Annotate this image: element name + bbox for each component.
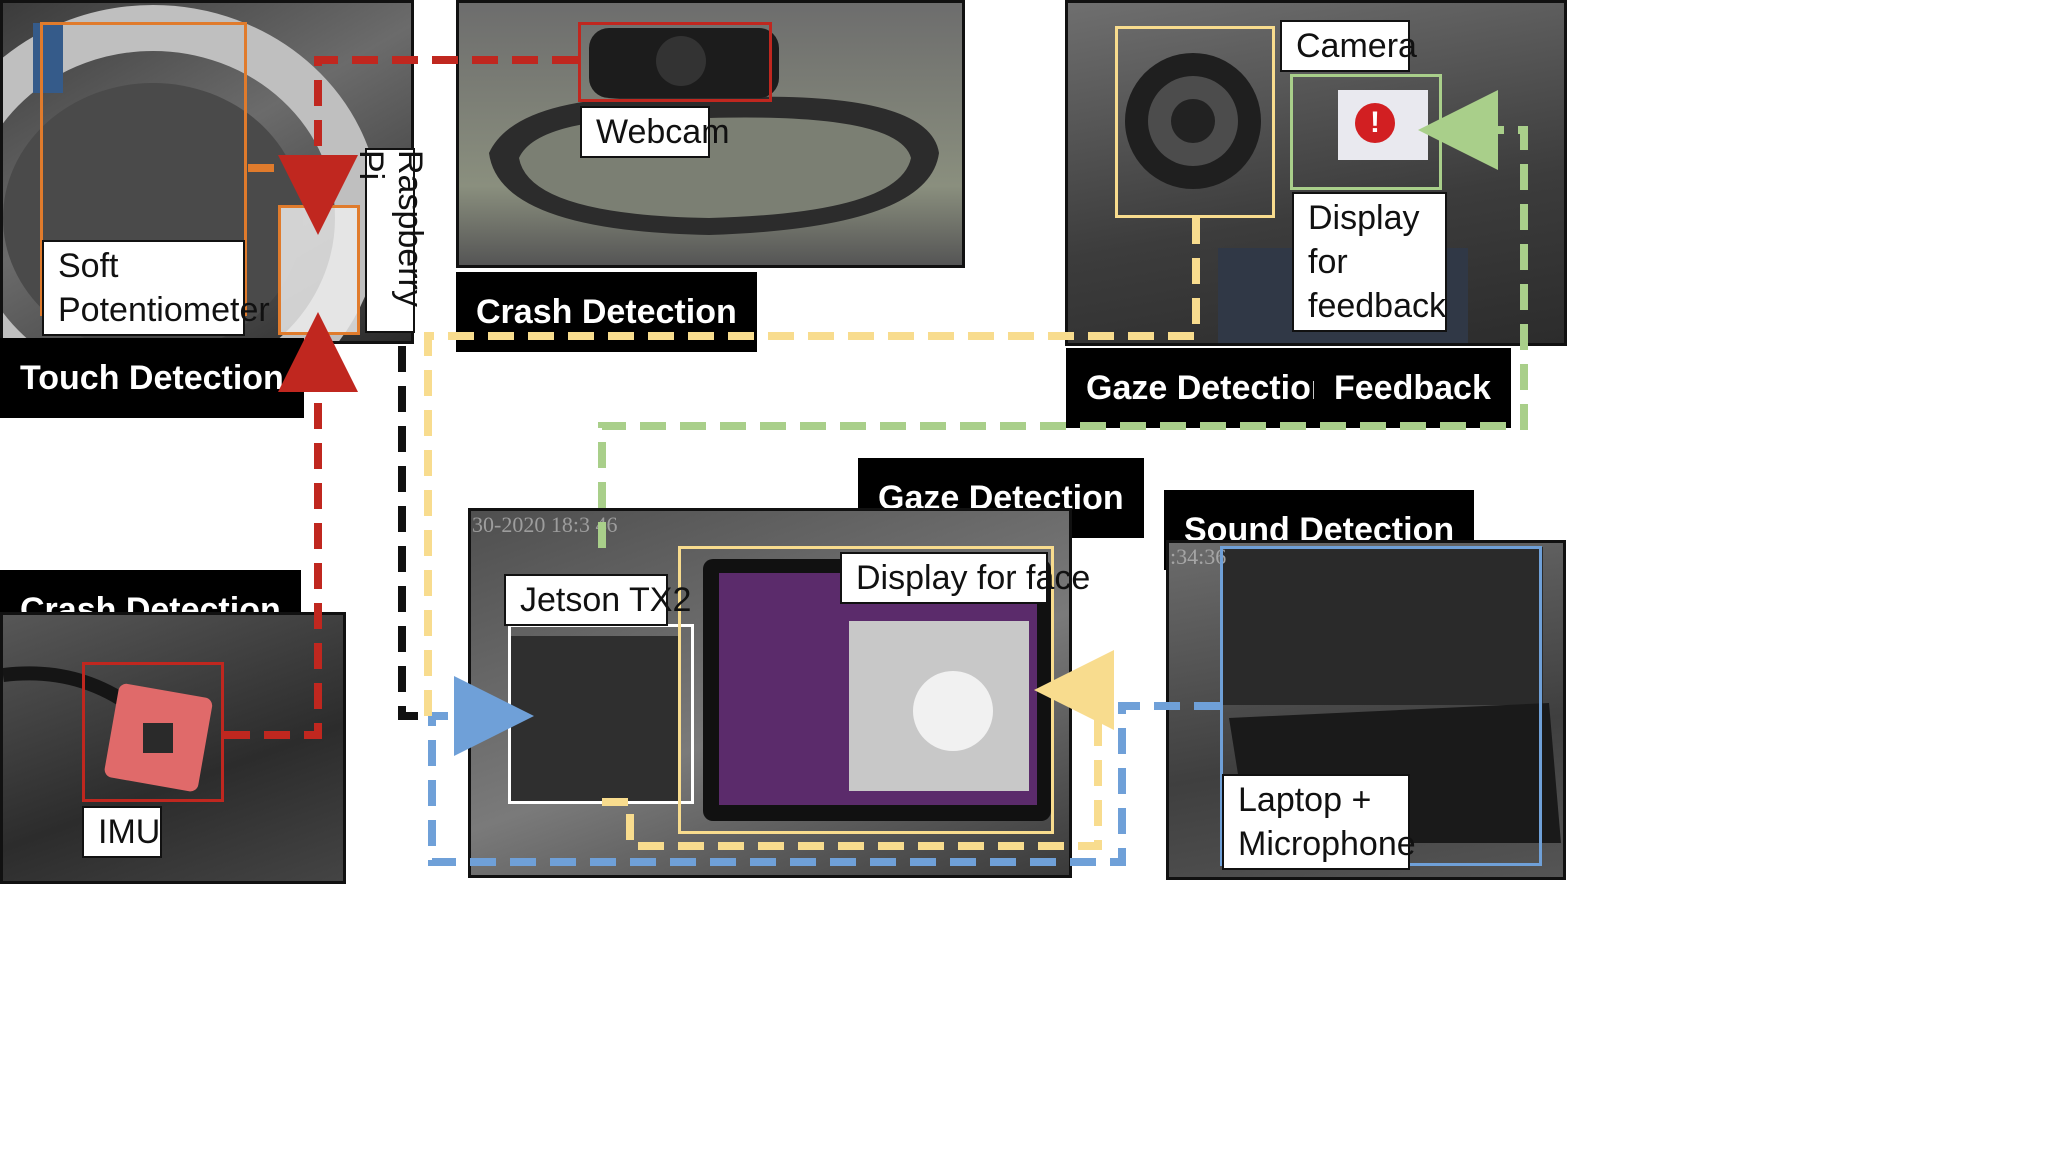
imu-highlight [82,662,224,802]
camera-highlight [1115,26,1275,218]
imu-board-image [3,666,213,792]
jetson-board-label: Jetson TX2 [504,574,691,626]
webcam-highlight [578,22,772,102]
soft-potentiometer-label: Soft Potentiometer [42,240,270,336]
face-display-label: Display for face [840,552,1090,604]
laptop-microphone-label: Laptop + Microphone [1222,774,1416,870]
webcam-label: Webcam [580,106,730,158]
jetson-board-highlight [508,624,694,804]
tag-crash-detection-webcam: Crash Detection [456,272,757,352]
jetson-timestamp: 30-2020 18:3 46 [472,512,618,537]
link-pi-to-jetson [398,346,440,720]
imu-label: IMU [82,806,162,858]
feedback-display-label: Display for feedback [1292,192,1447,332]
sound-timestamp: :34:36 [1170,544,1227,569]
tag-gaze-detection-camera: Gaze Detection [1066,348,1352,428]
exclamation-icon: ! [1355,103,1395,143]
raspberry-pi-highlight [278,205,360,335]
tag-feedback: Feedback [1314,348,1511,428]
camera-label: Camera [1280,20,1417,72]
raspberry-pi-label: Raspberry Pi [352,148,429,333]
tag-touch-detection: Touch Detection [0,338,304,418]
